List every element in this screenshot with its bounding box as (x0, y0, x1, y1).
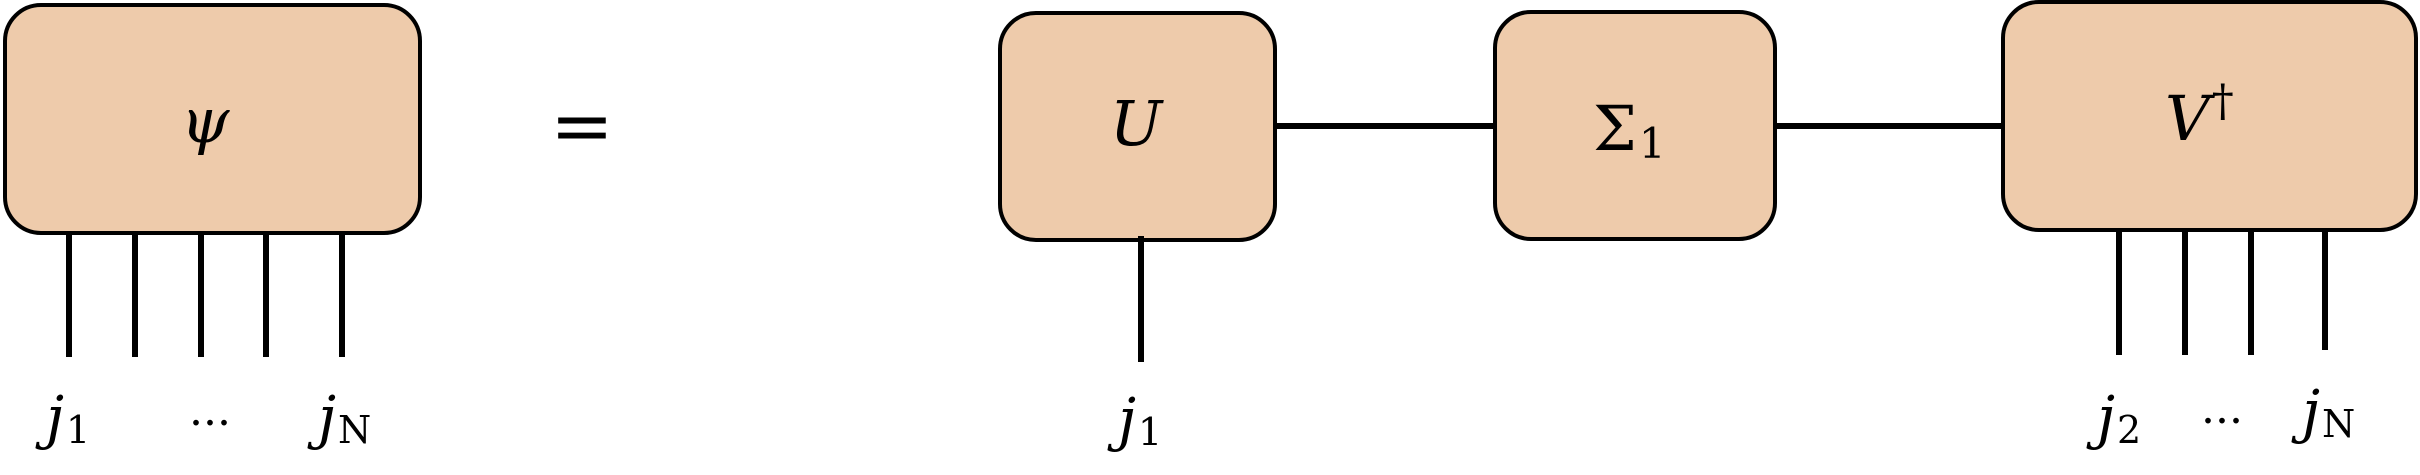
psi-label: ψ (181, 84, 231, 157)
psi-node (3, 3, 422, 235)
sigma-node (1493, 10, 1777, 241)
u-leg-label: j1 (1107, 385, 1162, 454)
v-dagger-label: V† (2165, 76, 2234, 155)
v-dagger-legs (2116, 229, 2328, 355)
equals-symbol: = (550, 81, 614, 170)
leg-label-j1: j1 (35, 383, 90, 452)
v-leg-label-jN: jN (2291, 377, 2355, 446)
u-label: U (1110, 87, 1164, 160)
psi-leg-labels: j1 ... jN (35, 383, 371, 452)
leg-label-ellipsis: ... (189, 385, 231, 436)
v-dagger-tensor: V† (2001, 0, 2418, 232)
psi-legs (66, 233, 345, 357)
psi-tensor: ψ (3, 3, 422, 235)
v-leg-label-ellipsis: ... (2201, 383, 2243, 434)
equals-sign: = (550, 81, 614, 170)
sigma-tensor: Σ1 (1493, 10, 1777, 241)
v-dagger-leg-labels: j2 ... jN (2086, 377, 2355, 452)
u-node (998, 11, 1277, 242)
v-leg-label-j2: j2 (2086, 383, 2141, 452)
sigma-label: Σ1 (1593, 92, 1666, 168)
leg-label-jN: jN (307, 383, 371, 452)
v-dagger-node (2001, 0, 2418, 232)
u-tensor: U j1 (998, 11, 1277, 454)
